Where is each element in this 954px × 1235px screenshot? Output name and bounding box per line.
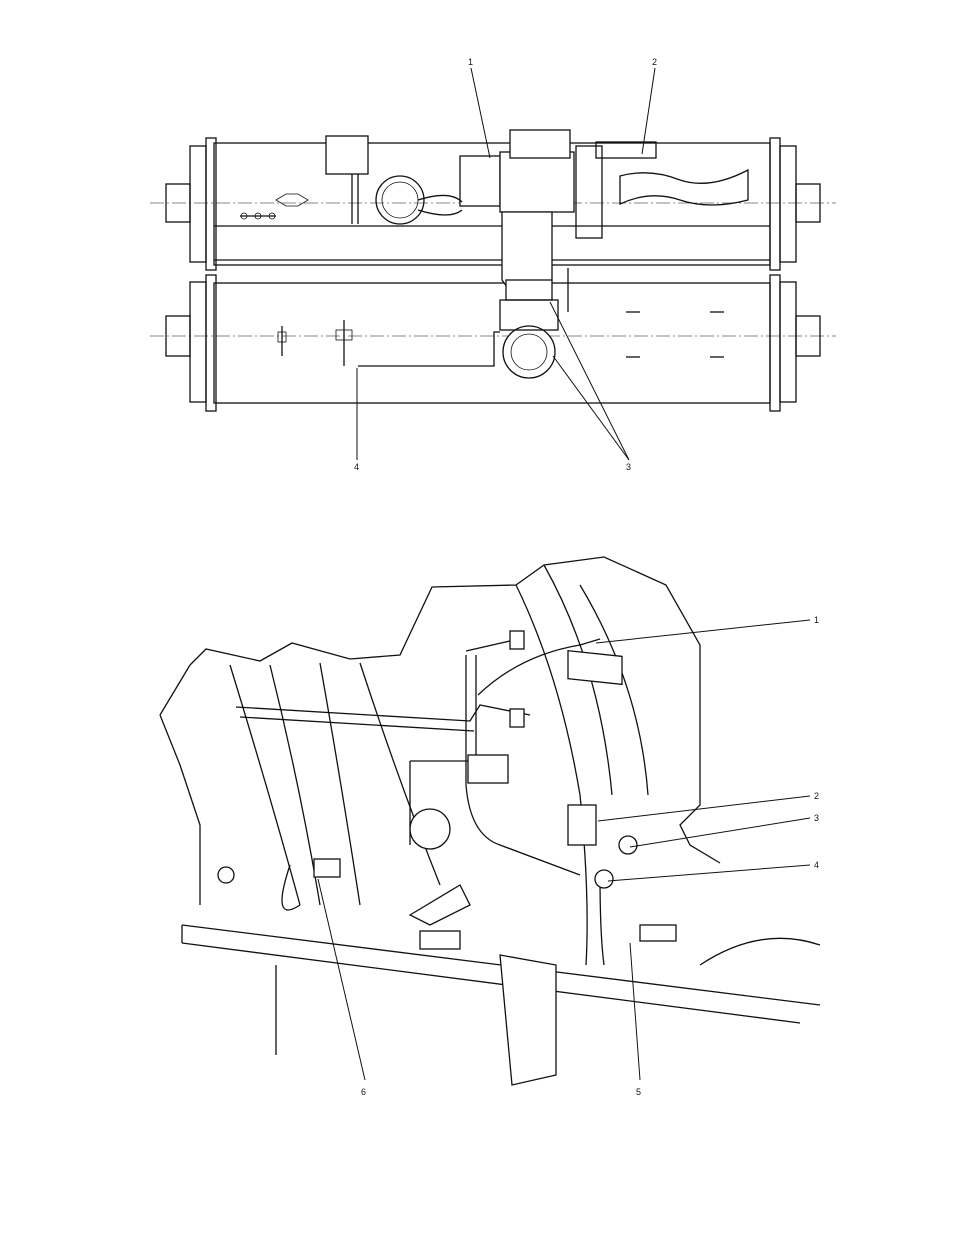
bottom-figure: 1 2 3 4 5 6 (0, 545, 954, 1105)
components (218, 631, 676, 949)
isometric-detail-drawing: 1 2 3 4 5 6 (0, 545, 954, 1105)
bottom-callout-1: 1 (814, 615, 819, 625)
top-callout-2: 2 (652, 57, 657, 67)
top-callout-1: 1 (468, 57, 473, 67)
chiller-plan-view-drawing: 1 2 3 4 (0, 50, 954, 490)
top-figure: 1 2 3 4 (0, 50, 954, 490)
bottom-callout-3: 3 (814, 813, 819, 823)
shell-outline (160, 557, 720, 905)
bottom-callout-6: 6 (361, 1087, 366, 1097)
top-callout-3: 3 (626, 462, 631, 472)
top-callout-4: 4 (354, 462, 359, 472)
bottom-leaders (318, 620, 810, 1080)
bottom-callout-5: 5 (636, 1087, 641, 1097)
bottom-callout-2: 2 (814, 791, 819, 801)
bottom-callout-4: 4 (814, 860, 819, 870)
base-rail (182, 925, 820, 1085)
